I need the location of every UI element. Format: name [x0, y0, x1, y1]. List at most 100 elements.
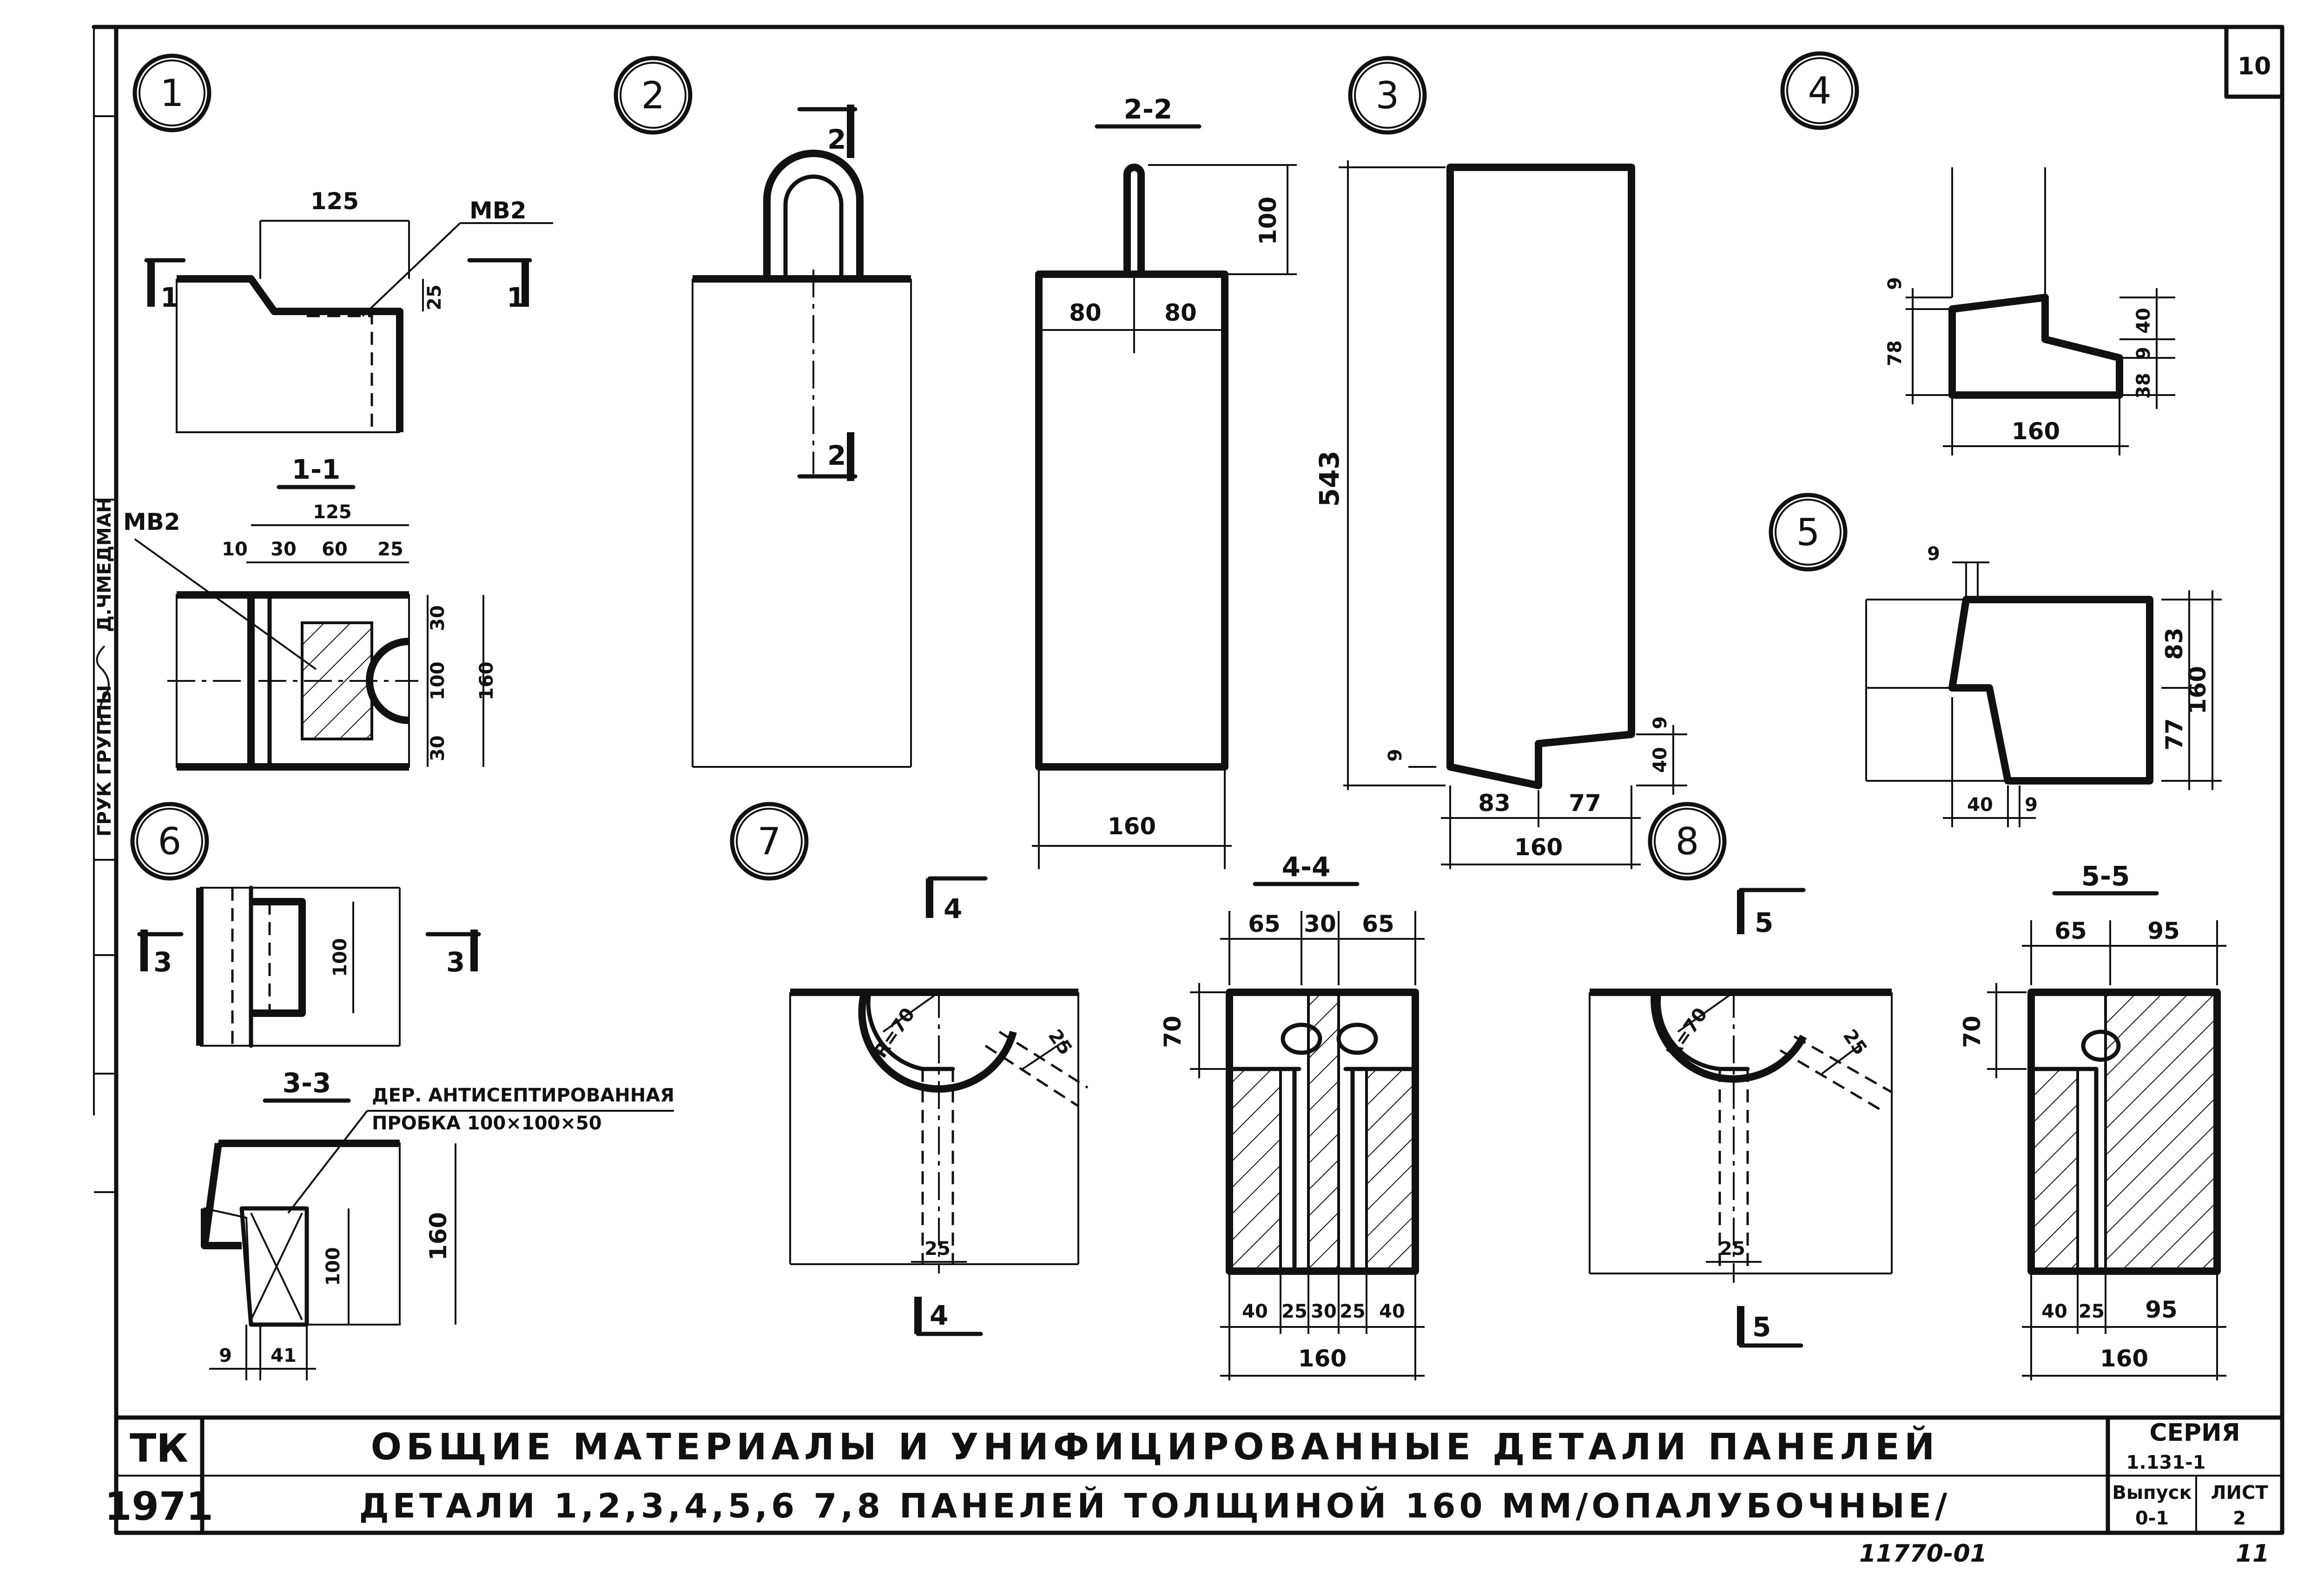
section-3-3-note-line2: ПРОБКА 100×100×50: [372, 1113, 602, 1134]
detail-7-number-circle: [730, 802, 809, 881]
detail-7-dim-25a: 25: [1044, 1026, 1076, 1059]
detail-3-number: 3: [1376, 74, 1400, 117]
section-1-1: 1-1 125 МВ2 10 30 60 25 30 100 30 160: [123, 454, 497, 771]
stamp-text: ГРУК ГРУППЫ: [94, 685, 115, 837]
detail-4: 4 9 78 40 9 38 160: [1780, 51, 2175, 455]
title-block-org: ТК: [130, 1425, 188, 1471]
detail-6-cut-right: 3: [446, 946, 465, 978]
section-5-5-dim-95b: 95: [2145, 1296, 2178, 1323]
detail-7-dim-25b: 25: [924, 1238, 951, 1260]
section-4-4-dim-25a: 25: [1281, 1301, 1307, 1322]
section-1-1-dim-25: 25: [377, 539, 403, 560]
detail-1-label-mb2: МВ2: [469, 197, 527, 224]
section-1-1-dim-30a: 30: [427, 605, 449, 631]
detail-3-dim-83: 83: [1478, 790, 1511, 817]
section-4-4-title: 4-4: [1282, 851, 1331, 883]
section-5-5-dim-40: 40: [2041, 1301, 2067, 1322]
detail-5-number: 5: [1796, 511, 1820, 554]
section-2-2: 2-2 100 80 80 160: [1032, 93, 1297, 869]
section-4-4-dim-160: 160: [1298, 1345, 1347, 1372]
detail-1-cut-right: 1: [507, 282, 525, 313]
footer-handwriting: 11770-01 11: [1859, 1540, 2269, 1568]
detail-3: 3 543 9 9 40 83 77 160: [1314, 56, 1687, 869]
detail-7-cut-bottom: 4: [930, 1300, 948, 1331]
section-3-3-dim-100: 100: [323, 1247, 344, 1286]
section-5-5: 5-5 65 95 70 40 25 95 160: [1959, 860, 2226, 1380]
section-2-2-title: 2-2: [1124, 93, 1173, 125]
section-3-3-dim-41: 41: [271, 1345, 297, 1366]
detail-8-number-circle: [1648, 802, 1727, 881]
title-block-title-main: ОБЩИЕ МАТЕРИАЛЫ И УНИФИЦИРОВАННЫЕ ДЕТАЛИ…: [371, 1425, 1940, 1468]
detail-5-dim-9b: 9: [2025, 794, 2038, 816]
detail-5-dim-9a: 9: [1927, 543, 1940, 565]
section-1-1-dim-10: 10: [222, 539, 248, 560]
detail-1-cut-left: 1: [160, 282, 179, 313]
detail-8-radius: R=70: [1662, 1004, 1712, 1062]
detail-3-number-circle: [1348, 56, 1427, 135]
footer-handwritten-tail: 11: [2236, 1540, 2269, 1568]
section-4-4-dim-40a: 40: [1242, 1301, 1268, 1322]
detail-3-dim-160: 160: [1514, 834, 1563, 861]
detail-4-dim-9a: 9: [1884, 277, 1906, 290]
section-1-1-dim-60: 60: [322, 539, 348, 560]
detail-5-dim-77: 77: [2161, 718, 2188, 751]
detail-8-number: 8: [1676, 820, 1699, 863]
detail-1: 1 125 МВ2 25 1 1: [132, 53, 553, 433]
section-3-3-note-line1: ДЕР. АНТИСЕПТИРОВАННАЯ: [372, 1085, 674, 1106]
detail-8-dim-25a: 25: [1839, 1026, 1871, 1059]
detail-4-dim-40: 40: [2133, 308, 2154, 334]
section-5-5-dim-70: 70: [1959, 1016, 1986, 1048]
title-block-title-sub: ДЕТАЛИ 1,2,3,4,5,6 7,8 ПАНЕЛЕЙ ТОЛЩИНОЙ …: [359, 1486, 1951, 1525]
section-4-4-dim-70: 70: [1159, 1016, 1186, 1048]
detail-4-number-circle: [1780, 51, 1859, 130]
signature-mark: [96, 645, 110, 726]
section-1-1-dim-125: 125: [313, 501, 352, 523]
title-block-series-value: 1.131-1: [2126, 1452, 2206, 1473]
detail-2-cut-bottom: 2: [827, 440, 846, 471]
section-2-2-dim-80b: 80: [1164, 299, 1197, 326]
detail-3-dim-543: 543: [1314, 450, 1345, 507]
section-4-4-dim-25b: 25: [1340, 1301, 1366, 1322]
section-2-2-dim-160: 160: [1108, 813, 1156, 840]
section-5-5-title: 5-5: [2081, 860, 2130, 892]
detail-3-dim-40: 40: [1650, 747, 1671, 773]
detail-1-dim-125: 125: [310, 188, 359, 215]
detail-7: 7 4 R=70 25 25 4: [730, 802, 1089, 1336]
section-5-5-dim-65: 65: [2054, 917, 2087, 944]
side-stamp: ГРУК ГРУППЫ Д.ЧМЕДМАН: [94, 497, 115, 837]
detail-6-number: 6: [158, 820, 182, 863]
detail-5: 5 9 83 77 160 40 9: [1769, 493, 2222, 827]
section-3-3-dim-160: 160: [425, 1212, 452, 1260]
section-3-3: 3-3 ДЕР. АНТИСЕПТИРОВАННАЯ ПРОБКА 100×10…: [201, 1067, 674, 1380]
title-block-year: 1971: [105, 1484, 213, 1529]
detail-5-dim-40: 40: [1967, 794, 1993, 816]
detail-2-number-circle: [614, 56, 693, 135]
detail-7-cut-top: 4: [944, 893, 962, 924]
section-1-1-dim-160: 160: [476, 661, 497, 700]
detail-7-number: 7: [758, 820, 781, 863]
detail-4-dim-9b: 9: [2133, 347, 2154, 360]
section-4-4-dim-30b: 30: [1311, 1301, 1337, 1322]
section-5-5-dim-25: 25: [2079, 1301, 2105, 1322]
detail-6-dim-100: 100: [330, 938, 351, 977]
detail-2-number: 2: [641, 74, 665, 117]
detail-6-cut-left: 3: [153, 946, 172, 978]
detail-5-dim-160: 160: [2184, 666, 2211, 714]
title-block-issue-label: Выпуск: [2112, 1482, 2192, 1504]
section-4-4-dim-30: 30: [1304, 910, 1336, 937]
section-4-4-dim-40b: 40: [1379, 1301, 1405, 1322]
detail-5-number-circle: [1769, 493, 1848, 572]
title-block-sheet-label: ЛИСТ: [2211, 1482, 2268, 1504]
sheet-frame: 10: [92, 25, 2284, 1535]
section-1-1-title: 1-1: [292, 454, 341, 485]
detail-4-dim-38: 38: [2133, 373, 2154, 399]
detail-2: 2 2 2: [614, 56, 912, 768]
detail-8-cut-bottom: 5: [1752, 1311, 1771, 1343]
title-block-issue-value: 0-1: [2135, 1508, 2169, 1529]
detail-3-dim-77: 77: [1569, 790, 1601, 817]
section-4-4-dim-65b: 65: [1362, 910, 1394, 937]
detail-5-dim-83: 83: [2161, 627, 2188, 660]
section-1-1-dim-30b: 30: [427, 735, 449, 761]
detail-4-dim-160: 160: [2012, 418, 2060, 445]
